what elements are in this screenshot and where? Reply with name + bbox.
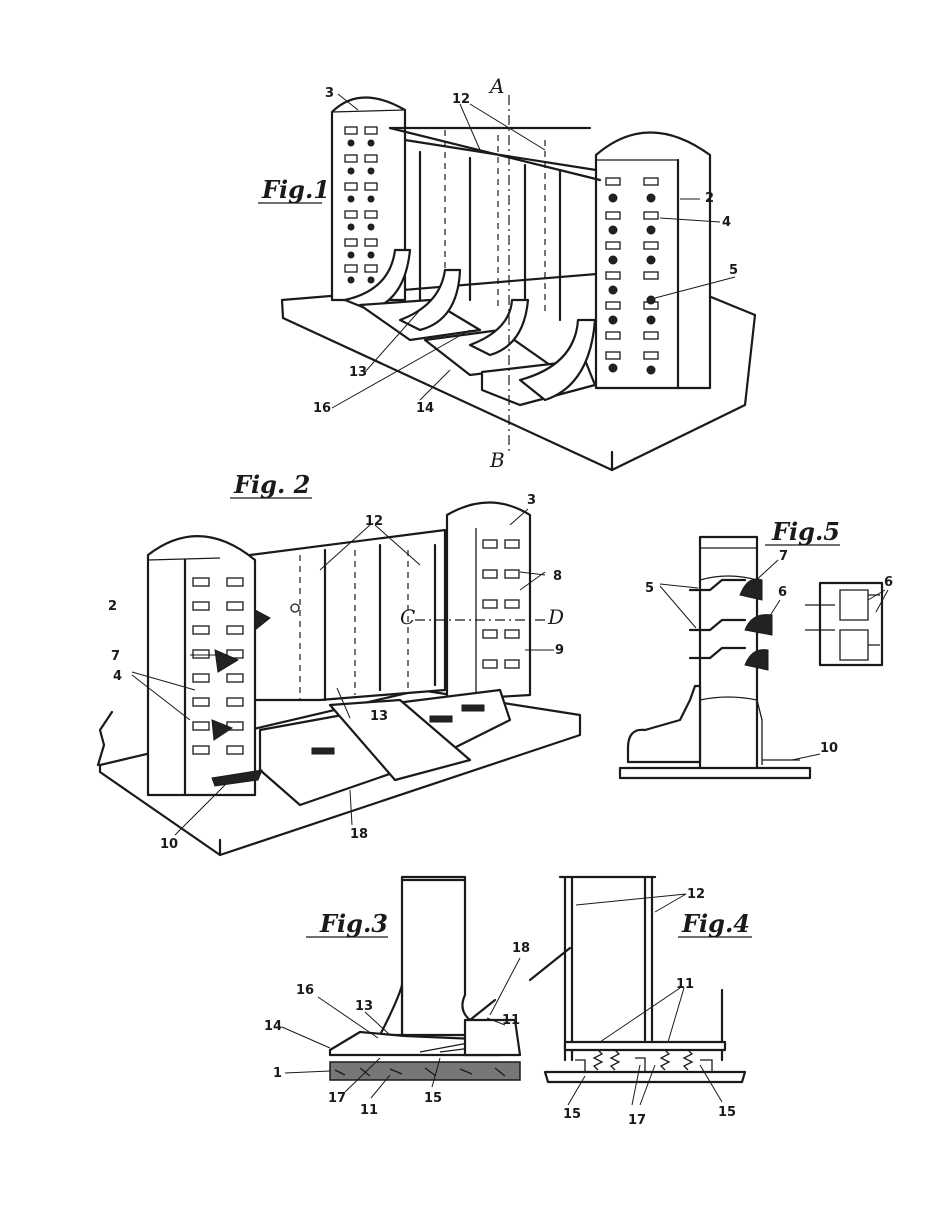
fig2-ref-C: C bbox=[400, 605, 415, 629]
fig5-ref-6: 6 bbox=[778, 585, 787, 600]
fig1-ref-B: B bbox=[489, 448, 505, 472]
fig3-ref-16: 16 bbox=[296, 983, 314, 998]
fig2-ref-13: 13 bbox=[370, 709, 388, 724]
fig2-ref-12: 12 bbox=[365, 514, 383, 529]
fig3-floor bbox=[329, 1061, 521, 1081]
fig2-ref-4: 4 bbox=[113, 669, 122, 684]
fig3-ref-11b: 11 bbox=[360, 1103, 378, 1118]
fig1-ref-16: 16 bbox=[313, 401, 331, 416]
figure-3: Fig.3 18 16 13 11 14 1 17 11 15 bbox=[264, 875, 572, 1118]
fig5-ref-6b: 6 bbox=[884, 575, 893, 590]
fig3-ref-14: 14 bbox=[264, 1019, 282, 1034]
fig3-ref-11a: 11 bbox=[502, 1013, 520, 1028]
fig2-ref-10: 10 bbox=[160, 837, 178, 852]
figure-4: Fig.4 12 11 15 17 15 bbox=[543, 875, 752, 1128]
fig5-ref-7: 7 bbox=[779, 549, 788, 564]
fig1-ref-13: 13 bbox=[349, 365, 367, 380]
fig4-ref-15a: 15 bbox=[563, 1107, 581, 1122]
fig2-title: Fig. 2 bbox=[233, 470, 310, 499]
fig2-ref-7: 7 bbox=[111, 649, 120, 664]
figure-5: Fig.5 5 7 6 6 10 bbox=[618, 517, 893, 780]
fig4-springs bbox=[592, 1049, 694, 1071]
figure-2: Fig. 2 bbox=[96, 470, 582, 857]
fig1-ref-3: 3 bbox=[325, 86, 334, 101]
fig3-column-section bbox=[400, 875, 472, 1037]
fig2-ref-2: 2 bbox=[108, 599, 117, 614]
fig1-right-slots bbox=[605, 177, 659, 360]
fig2-pedal-board bbox=[328, 698, 472, 782]
fig1-left-knobs bbox=[347, 139, 375, 284]
figure-1: Fig.1 bbox=[258, 74, 757, 472]
fig5-column-section bbox=[698, 535, 759, 771]
fig2-right-column bbox=[445, 501, 532, 702]
fig1-ref-2: 2 bbox=[705, 191, 714, 206]
fig3-ref-1: 1 bbox=[273, 1066, 282, 1081]
fig5-ref-10: 10 bbox=[820, 741, 838, 756]
fig3-ref-17: 17 bbox=[328, 1091, 346, 1106]
fig5-inset-detail bbox=[818, 581, 884, 667]
fig3-ref-18: 18 bbox=[512, 941, 530, 956]
fig4-base bbox=[543, 1070, 747, 1084]
fig2-ref-D: D bbox=[547, 605, 564, 629]
fig3-title: Fig.3 bbox=[319, 909, 388, 938]
fig2-left-column bbox=[146, 535, 257, 797]
fig1-right-knobs bbox=[608, 193, 656, 375]
fig5-title: Fig.5 bbox=[771, 517, 840, 546]
fig4-ref-12: 12 bbox=[687, 887, 705, 902]
fig2-right-slots bbox=[482, 539, 520, 669]
fig4-title: Fig.4 bbox=[681, 909, 750, 938]
fig2-ref-8: 8 bbox=[553, 569, 562, 584]
fig4-ref-15b: 15 bbox=[718, 1105, 736, 1120]
fig5-base bbox=[618, 766, 812, 780]
fig1-left-slots bbox=[344, 126, 378, 273]
fig2-ref-9: 9 bbox=[555, 643, 564, 658]
fig2-ref-18: 18 bbox=[350, 827, 368, 842]
fig5-ref-5: 5 bbox=[645, 581, 654, 596]
fig1-ref-4: 4 bbox=[722, 215, 731, 230]
fig1-ref-12: 12 bbox=[452, 92, 470, 107]
fig1-ref-5: 5 bbox=[729, 263, 738, 278]
fig1-ref-14: 14 bbox=[416, 401, 434, 416]
fig5-seat-profile bbox=[626, 684, 702, 764]
fig4-ref-17: 17 bbox=[628, 1113, 646, 1128]
fig3-ref-15: 15 bbox=[424, 1091, 442, 1106]
fig2-ref-3: 3 bbox=[527, 493, 536, 508]
fig2-back-wall bbox=[248, 528, 447, 702]
fig1-title: Fig.1 bbox=[261, 175, 330, 204]
fig4-ref-11: 11 bbox=[676, 977, 694, 992]
fig1-ref-A: A bbox=[488, 74, 504, 98]
fig4-cross-bar bbox=[563, 1040, 727, 1052]
fig3-ref-13: 13 bbox=[355, 999, 373, 1014]
fig4-uprights bbox=[558, 875, 657, 1062]
